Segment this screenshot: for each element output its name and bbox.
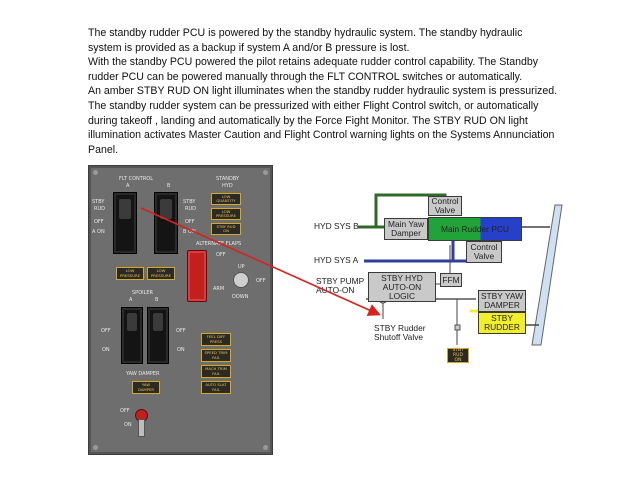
alt-flaps-up-label: UP [238,264,245,270]
schematic-stby-rud-on-line1: STBY [452,348,464,353]
yaw-damper-light: YAW DAMPER [132,381,160,394]
stby-yaw-damper-line2: DAMPER [484,300,520,310]
spoiler-b-on-label: ON [177,347,185,353]
shutoff-valve-label-line1: STBY Rudder [374,323,426,333]
alt-flaps-guard-off-label: OFF [216,252,226,258]
description-text: The standby rudder PCU is powered by the… [88,26,558,157]
switch-b-rud-label: RUD [185,206,196,212]
standby-hyd-label-line2: HYD [222,183,233,189]
main-rudder-pcu-label: Main Rudder PCU [441,223,509,234]
alt-flaps-toggle-switch[interactable] [233,272,249,288]
rudder-surface [531,204,563,346]
standby-low-pressure-light: LOW PRESSURE [211,208,241,220]
flight-control-panel: FLT CONTROL A B STBY RUD OFF A ON STBY R… [88,165,273,455]
speed-trim-fail-light: SPEED TRIM FAIL [201,349,231,362]
control-valve-top-line1: Control [431,196,459,206]
flt-control-a-lever [119,199,131,219]
panel-screw-icon [93,170,98,175]
main-yaw-damper-box: Main Yaw Damper [384,218,428,240]
schematic-stby-rud-on-line2: RUD ON [453,353,463,363]
flt-control-b-lever [160,199,172,219]
control-valve-top-box: Control Valve [428,196,462,216]
ffm-label: FFM [442,274,460,285]
feel-diff-press-light: FEEL DIFF PRESS [201,333,231,346]
yaw-damper-switch-shaft [138,419,145,437]
schematic-stby-rud-on-light: STBY RUD ON [447,348,469,363]
control-valve-top-line2: Valve [434,205,456,215]
control-valve-bottom-line2: Valve [473,251,495,261]
alt-flaps-guard-arm-label: ARM [213,286,225,292]
switch-b-stby-label: STBY [183,199,196,205]
switch-a-rud-label: RUD [94,206,105,212]
yaw-damper-label: YAW DAMPER [126,371,160,377]
auto-slat-fail-light: AUTO SLAT FAIL [201,381,231,394]
yaw-damper-off-label: OFF [120,408,130,414]
spoiler-b-label: B [155,297,159,303]
panel-screw-icon [263,170,268,175]
spoiler-a-off-label: OFF [101,328,111,334]
standby-hyd-label-line1: STANDBY [216,176,240,182]
spoiler-b-lever [153,313,163,331]
spoiler-a-lever [127,313,137,331]
flt-control-a-label: A [126,183,130,189]
control-valve-bottom-box: Control Valve [466,241,502,263]
switch-a-off-label: OFF [94,219,104,225]
yaw-damper-on-label: ON [124,422,132,428]
schematic-lines [358,193,563,346]
alt-flaps-guard-switch[interactable] [187,250,207,302]
spoiler-a-switch[interactable] [121,307,143,364]
spoiler-a-label: A [129,297,133,303]
spoiler-b-switch[interactable] [147,307,169,364]
main-yaw-damper-line1: Main Yaw [388,219,424,229]
stby-hyd-logic-line1: STBY HYD [381,272,423,283]
control-valve-bottom-line1: Control [470,242,498,252]
ffm-box: FFM [440,273,462,287]
low-quantity-light: LOW QUANTITY [211,193,241,205]
stby-yaw-damper-box: STBY YAW DAMPER [478,290,526,312]
panel-screw-icon [263,445,268,450]
alt-flaps-down-label: DOWN [232,294,249,300]
spoiler-label: SPOILER [132,290,154,296]
flt-control-a-switch[interactable] [113,192,137,254]
standby-rudder-schematic: HYD SYS B HYD SYS A STBY PUMP AUTO-ON ST… [300,185,565,365]
main-yaw-damper-line2: Damper [391,228,421,238]
stby-hyd-logic-line2: AUTO-ON [382,281,422,292]
stby-rud-indicator-icon [454,324,461,331]
hyd-sys-a-label: HYD SYS A [314,255,359,265]
alternate-flaps-label: ALTERNATE FLAPS [196,241,242,247]
stby-hyd-logic-box: STBY HYD AUTO-ON LOGIC [368,272,436,302]
low-pressure-b-light: LOW PRESSURE [147,267,175,280]
switch-b-off-label: OFF [185,219,195,225]
alt-flaps-off-label: OFF [256,278,266,284]
stby-rudder-box: STBY RUDDER [478,312,526,334]
stby-yaw-damper-line1: STBY YAW [480,291,524,301]
panel-screw-icon [93,445,98,450]
switch-a-on-label: A ON [92,229,105,235]
switch-b-on-label: B ON [183,229,196,235]
low-pressure-a-light: LOW PRESSURE [116,267,144,280]
paragraph-standby-pcu: With the standby PCU powered the pilot r… [88,56,539,83]
spoiler-b-off-label: OFF [176,328,186,334]
hyd-sys-b-label: HYD SYS B [314,221,359,231]
paragraph-standby-intro: The standby rudder PCU is powered by the… [88,27,523,54]
paragraph-stby-rud-on: An amber STBY RUD ON light illuminates w… [88,85,558,156]
spoiler-a-on-label: ON [102,347,110,353]
mach-trim-fail-light: MACH TRIM FAIL [201,365,231,378]
stby-rudder-line2: RUDDER [484,322,520,332]
stby-rudder-line1: STBY [491,313,513,323]
flt-control-b-label: B [167,183,171,189]
stby-pump-label-line2: AUTO-ON [316,285,355,295]
stby-hyd-logic-line3: LOGIC [388,290,416,301]
stby-rud-on-light: STBY RUD ON [211,223,241,235]
flt-control-b-switch[interactable] [154,192,178,254]
switch-a-stby-label: STBY [92,199,105,205]
shutoff-valve-label-line2: Shutoff Valve [374,332,424,342]
main-rudder-pcu-box: Main Rudder PCU [428,217,522,241]
flt-control-label: FLT CONTROL [119,176,154,182]
